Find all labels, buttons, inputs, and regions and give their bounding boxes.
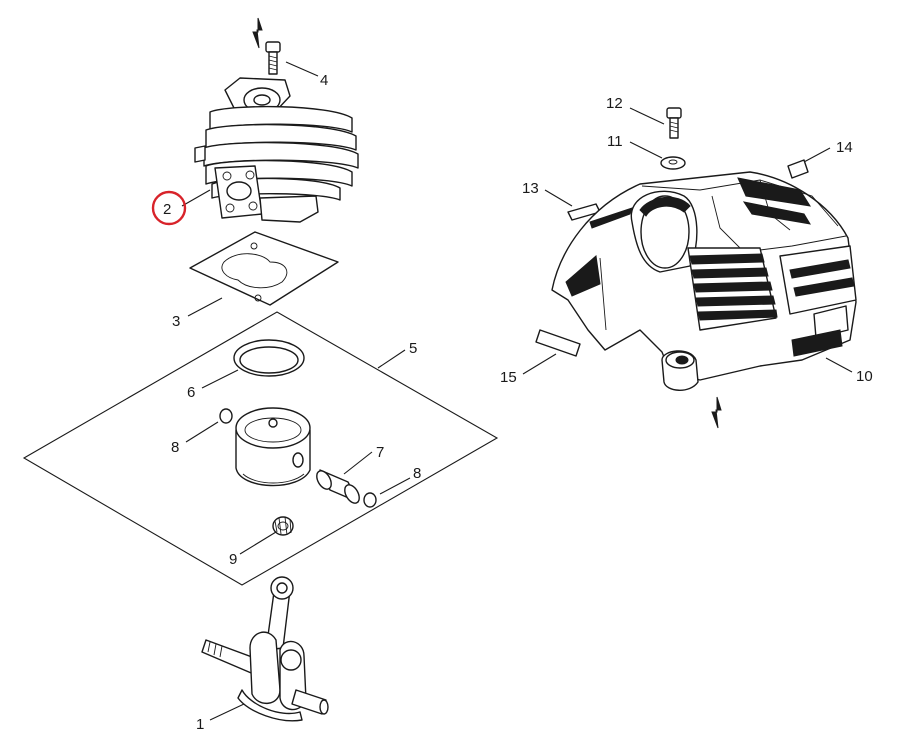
part-5-piston-kit[interactable]: [22, 311, 499, 586]
callout-8: 8: [171, 439, 179, 456]
leader-lines: [181, 61, 853, 721]
callout-4: 4: [320, 72, 328, 89]
callout-8: 8: [413, 465, 421, 482]
callout-11: 11: [607, 133, 623, 150]
part-3-gasket[interactable]: [189, 231, 339, 306]
part-2-cylinder[interactable]: [194, 77, 359, 223]
part-1-crankshaft[interactable]: [201, 576, 329, 722]
callout-15: 15: [500, 369, 517, 386]
part-14-label[interactable]: [787, 159, 809, 179]
callout-13: 13: [522, 180, 539, 197]
part-4-bolt[interactable]: [265, 41, 281, 75]
part-8-circlip[interactable]: [219, 408, 233, 424]
direction-arrow-icon: [711, 396, 722, 429]
part-7-piston-pin[interactable]: [314, 468, 362, 505]
highlight-ring: [151, 190, 187, 226]
callout-14: 14: [836, 139, 853, 156]
callout-6: 6: [187, 384, 195, 401]
part-8-circlip[interactable]: [363, 492, 377, 508]
part-12-screw[interactable]: [666, 107, 682, 139]
callout-3: 3: [172, 313, 180, 330]
callout-5: 5: [409, 340, 417, 357]
part-15-label[interactable]: [535, 329, 581, 357]
direction-arrow-icon: [252, 17, 263, 49]
callout-10: 10: [856, 368, 873, 385]
callout-9: 9: [229, 551, 237, 568]
callout-12: 12: [606, 95, 623, 112]
callout-7: 7: [376, 444, 384, 461]
part-11-washer[interactable]: [660, 156, 686, 170]
piston[interactable]: [235, 407, 311, 487]
callout-2: 2: [163, 201, 171, 218]
part-6-piston-ring[interactable]: [233, 339, 305, 377]
part-10-cylinder-cover[interactable]: [551, 171, 857, 391]
callout-1: 1: [196, 716, 204, 733]
part-9-needle-bearing[interactable]: [272, 516, 294, 536]
